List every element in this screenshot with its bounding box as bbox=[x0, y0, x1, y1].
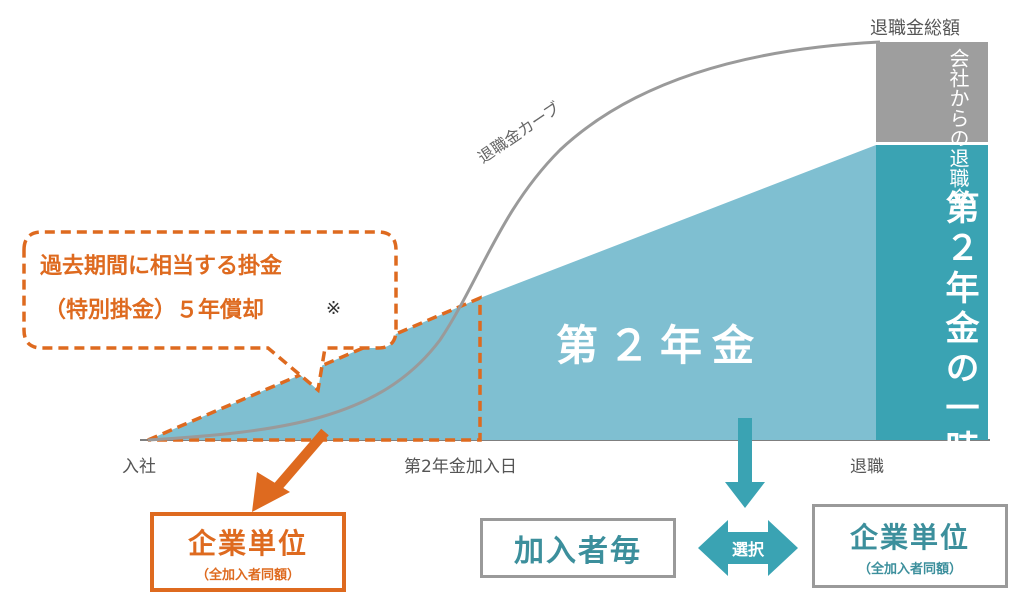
axis-mid-label: 第2年金加入日 bbox=[404, 457, 517, 477]
total-retirement-label: 退職金総額 bbox=[870, 18, 960, 39]
company-unit-box-right: 企業単位 （全加入者同額） bbox=[812, 504, 1008, 588]
retirement-curve bbox=[147, 40, 881, 442]
company-unit-sub-left: （全加入者同額） bbox=[195, 567, 300, 583]
company-unit-box-left: 企業単位 （全加入者同額） bbox=[150, 512, 346, 592]
callout-note: ※ bbox=[326, 298, 342, 319]
orange-arrow-head bbox=[252, 472, 290, 512]
lump-sum-text: 第２年金の一時金 bbox=[939, 190, 979, 510]
lump-sum-block bbox=[876, 145, 988, 440]
pension-area bbox=[480, 145, 876, 440]
company-unit-title-right: 企業単位 bbox=[849, 520, 970, 554]
callout-line1: 過去期間に相当する掛金 bbox=[40, 254, 283, 279]
callout-box bbox=[22, 230, 398, 394]
axis-start-label: 入社 bbox=[122, 457, 156, 477]
pension-center-label: 第２年金 bbox=[556, 321, 765, 370]
select-double-arrow bbox=[698, 520, 798, 576]
teal-arrow-shaft bbox=[738, 418, 752, 484]
company-unit-title-left: 企業単位 bbox=[187, 526, 308, 560]
member-each-text: 加入者毎 bbox=[514, 534, 642, 569]
company-retirement-block bbox=[876, 42, 988, 142]
axis-end-label: 退職 bbox=[850, 457, 884, 477]
orange-arrow-shaft bbox=[271, 428, 329, 494]
teal-arrow-head bbox=[725, 482, 765, 508]
company-unit-sub-right: （全加入者同額） bbox=[857, 561, 962, 577]
company-retirement-text: 会社からの退職金 bbox=[946, 48, 970, 208]
select-label: 選択 bbox=[731, 540, 764, 559]
member-each-box: 加入者毎 bbox=[480, 518, 676, 578]
callout-line2: （特別掛金）５年償却 bbox=[44, 298, 265, 323]
